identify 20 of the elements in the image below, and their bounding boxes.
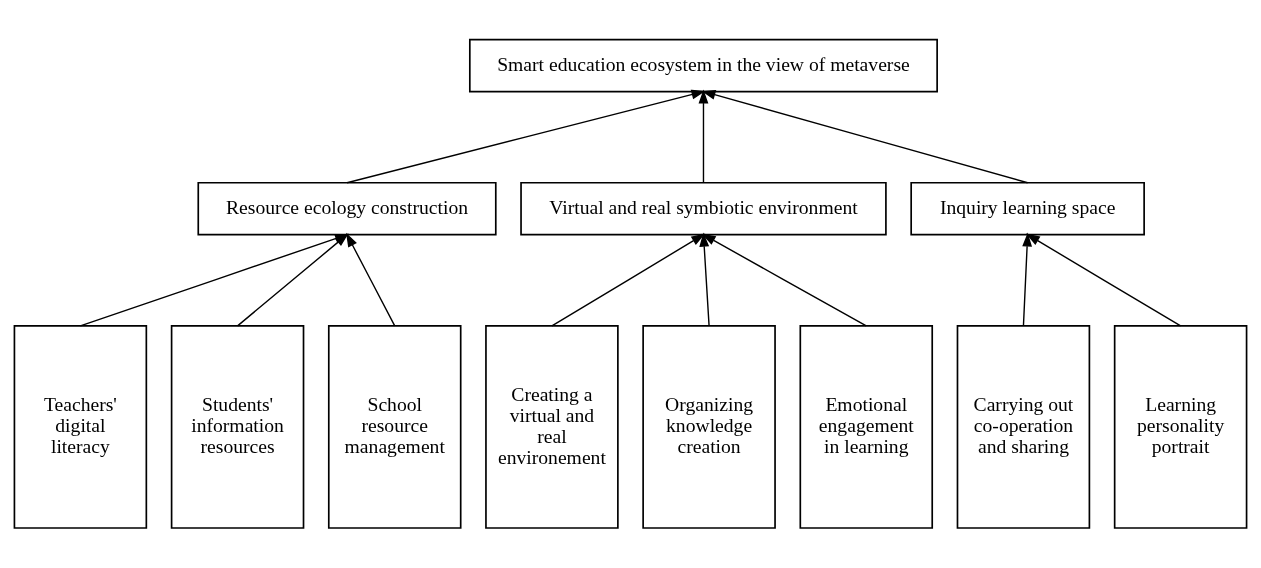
arrow (699, 232, 710, 327)
arrow (346, 89, 706, 183)
node-box: Organizing knowledge creation (642, 324, 776, 529)
arrow (1022, 232, 1032, 327)
node-box: Carrying out co-operation and sharing (956, 324, 1091, 529)
arrow (701, 233, 867, 327)
node-box: Emotional engagement in learning (799, 324, 934, 529)
node-box: Learning personality portrait (1113, 324, 1248, 529)
node-box: School resource management (327, 324, 462, 529)
node-box: Resource ecology construction (197, 181, 497, 235)
arrow (1025, 233, 1182, 327)
node-box: Teachers' digital literacy (13, 324, 148, 529)
node-box: Students' information resources (170, 324, 305, 529)
arrow (346, 232, 396, 327)
node-box: Inquiry learning space (910, 181, 1145, 235)
node-box: Smart education ecosystem in the view of metaverse (469, 38, 938, 92)
arrow (698, 88, 709, 183)
node-box: Virtual and real symbiotic environment (520, 181, 887, 235)
arrow (701, 89, 1029, 183)
node-box: Creating a virtual and real environement (485, 324, 619, 529)
